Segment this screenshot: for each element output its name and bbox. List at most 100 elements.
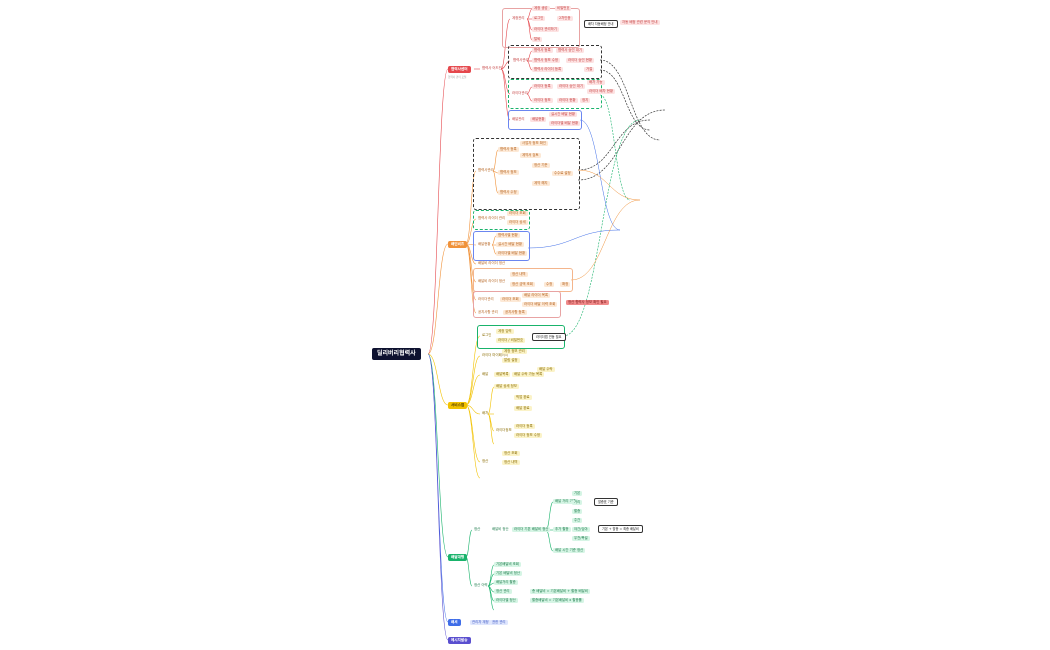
item[interactable]: 추가 할증	[553, 527, 571, 533]
group-label[interactable]: 계정관리	[512, 16, 525, 20]
note-box[interactable]: 배차 자동배정 안내	[584, 20, 618, 28]
item[interactable]: 협력사 등록	[532, 48, 553, 54]
item[interactable]: 배차 가능	[587, 80, 605, 86]
group-label[interactable]: 라이더관리	[478, 297, 494, 301]
group-label[interactable]: 협력사 라이더 관리	[478, 216, 506, 220]
group-label[interactable]: 협력사관리	[513, 58, 529, 62]
item[interactable]: 관리자 계정	[470, 620, 491, 626]
note-item[interactable]: 자동 배정 관련 문의 안내	[620, 20, 660, 26]
item[interactable]: 라이더 기본 배달비 정산	[512, 527, 551, 533]
branch-partner-center[interactable]: 협력사센터	[448, 66, 471, 73]
item[interactable]: 실시간 배달 현황	[549, 112, 577, 118]
group-label[interactable]: 정산	[482, 459, 489, 463]
group-label[interactable]: 배달관리	[512, 117, 525, 121]
note-box[interactable]: 라이더앱 연동 필요	[532, 333, 566, 341]
item[interactable]: 배달 시간 기준 정산	[553, 548, 586, 554]
item[interactable]: 기본 배달비 정산	[494, 571, 522, 577]
branch-settlement[interactable]: 배달대행	[448, 554, 468, 561]
group-label[interactable]: 라이더관리	[512, 91, 528, 95]
item[interactable]: 라이더 등록	[532, 84, 553, 90]
item[interactable]: 배달 상세 정보	[494, 384, 519, 390]
group-label[interactable]: 배달비 라이더 정산	[478, 279, 506, 283]
item[interactable]: 총 배달비 = 기본배달비 + 할증 배달비	[530, 589, 590, 595]
item[interactable]: 배달 라이더 목록	[522, 293, 550, 299]
item[interactable]: 라이더 조회	[507, 211, 528, 217]
item[interactable]: 권한 관리	[490, 620, 508, 626]
item[interactable]: 계정 생성	[532, 6, 550, 12]
item[interactable]: 정산 내역	[502, 460, 520, 466]
item[interactable]: 라이더 배차 현황	[587, 89, 615, 95]
root-node[interactable]: 딜리버리협력사	[372, 348, 421, 360]
item[interactable]: 라이더 등록	[514, 424, 535, 430]
item[interactable]: 협력사 정보 수정	[532, 58, 560, 64]
item[interactable]: 라이더 조회	[500, 297, 521, 303]
item[interactable]: 라이더 승인 현황	[566, 58, 594, 64]
group-label[interactable]: 배달	[482, 372, 489, 376]
item[interactable]: 기본배달비 조회	[494, 562, 521, 568]
item[interactable]: 라이더별 정산	[494, 598, 518, 604]
partner-admin[interactable]: 협력사 어드민	[482, 66, 502, 70]
item[interactable]: 야간/심야	[572, 527, 590, 533]
item[interactable]: 라이더 현황	[557, 98, 578, 104]
item[interactable]: 기본	[572, 491, 583, 497]
item[interactable]: 픽업 완료	[514, 395, 532, 401]
item[interactable]: 할증배달비 = 기본배달비 x 할증률	[530, 598, 584, 604]
branch-message[interactable]: 메시지발송	[448, 637, 471, 644]
group-label[interactable]: 배달비 정산	[492, 527, 509, 531]
item[interactable]: 배달현황	[530, 117, 547, 123]
group-label[interactable]: 협력사관리	[478, 168, 494, 172]
item[interactable]: 우천/폭설	[572, 536, 590, 542]
branch-baemin-b2b[interactable]: 배민비즈	[448, 241, 468, 248]
item[interactable]: 거절	[584, 67, 595, 73]
item[interactable]: 협력사 라이더 등록	[532, 67, 564, 73]
item[interactable]: 주간	[572, 518, 583, 524]
item[interactable]: 알림 설정	[502, 358, 520, 364]
item[interactable]: 협력사 등록	[498, 147, 519, 153]
item[interactable]: 정산 기준	[532, 163, 550, 169]
item[interactable]: 배달목록	[494, 372, 511, 378]
item[interactable]: 배달 수락 가능 목록	[512, 372, 545, 378]
item[interactable]: 라이더 정보	[532, 98, 553, 104]
highlight-note[interactable]: 정산 협력사 정보 확인 필요	[566, 300, 609, 306]
group-label[interactable]: 정산 이력	[474, 583, 488, 587]
group-label[interactable]: 로그인	[482, 333, 492, 337]
item[interactable]: 라이더 배달 이력 조회	[522, 302, 558, 308]
item[interactable]: 배달거리 할증	[494, 580, 518, 586]
note-box[interactable]: 기본 + 할증 = 최종 배달비	[598, 525, 643, 533]
item[interactable]: 로그인	[532, 16, 546, 22]
item[interactable]: 실시간 배달 현황	[496, 242, 524, 248]
item[interactable]: 정지	[580, 98, 591, 104]
branch-service-app[interactable]: 서비스앱	[448, 402, 468, 409]
item[interactable]: 확정	[560, 282, 571, 288]
item[interactable]: 정산 내역	[510, 272, 528, 278]
group-label[interactable]: 배달현황	[478, 242, 491, 246]
item[interactable]: 라이더 승인 대기	[557, 84, 585, 90]
item[interactable]: 협력사 정보	[498, 170, 519, 176]
group-label[interactable]: 라이더정보	[496, 428, 512, 432]
item[interactable]: 할증	[572, 509, 583, 515]
note-box[interactable]: 할증표 기준	[594, 498, 618, 506]
item[interactable]: 비밀번호	[555, 6, 572, 12]
item[interactable]: 라이더 정보 수정	[514, 433, 542, 439]
item[interactable]: 배달 완료	[514, 406, 532, 412]
branch-admin[interactable]: 배셔	[448, 619, 461, 626]
group-label[interactable]: 공지사항 관리	[478, 310, 498, 314]
item[interactable]: 계정 입력	[496, 329, 514, 335]
group-label[interactable]: 배달비 라이더 정산	[478, 261, 506, 265]
item[interactable]: 배달 거리 기준	[553, 499, 578, 505]
item[interactable]: 계약 해지	[532, 181, 550, 187]
item[interactable]: 수정	[544, 282, 555, 288]
item[interactable]: 라이더 상세	[507, 220, 528, 226]
item[interactable]: 정산 관리	[494, 589, 512, 595]
item[interactable]: 정산 금액 조회	[510, 282, 535, 288]
item[interactable]: 계약서 검토	[520, 153, 541, 159]
item[interactable]: 라이더별 배달 현황	[496, 251, 528, 257]
item[interactable]: 수수료 설정	[552, 171, 573, 177]
item[interactable]: 라이더별 배달 현황	[549, 121, 581, 127]
group-label[interactable]: 배차	[482, 411, 489, 415]
item[interactable]: 라이더 / 비밀번호	[496, 338, 526, 344]
item[interactable]: 2차인증	[557, 16, 573, 22]
item[interactable]: 정산 조회	[502, 451, 520, 457]
settlement-root[interactable]: 정산	[474, 527, 481, 531]
item[interactable]: 계정 정보 관리	[502, 349, 527, 355]
